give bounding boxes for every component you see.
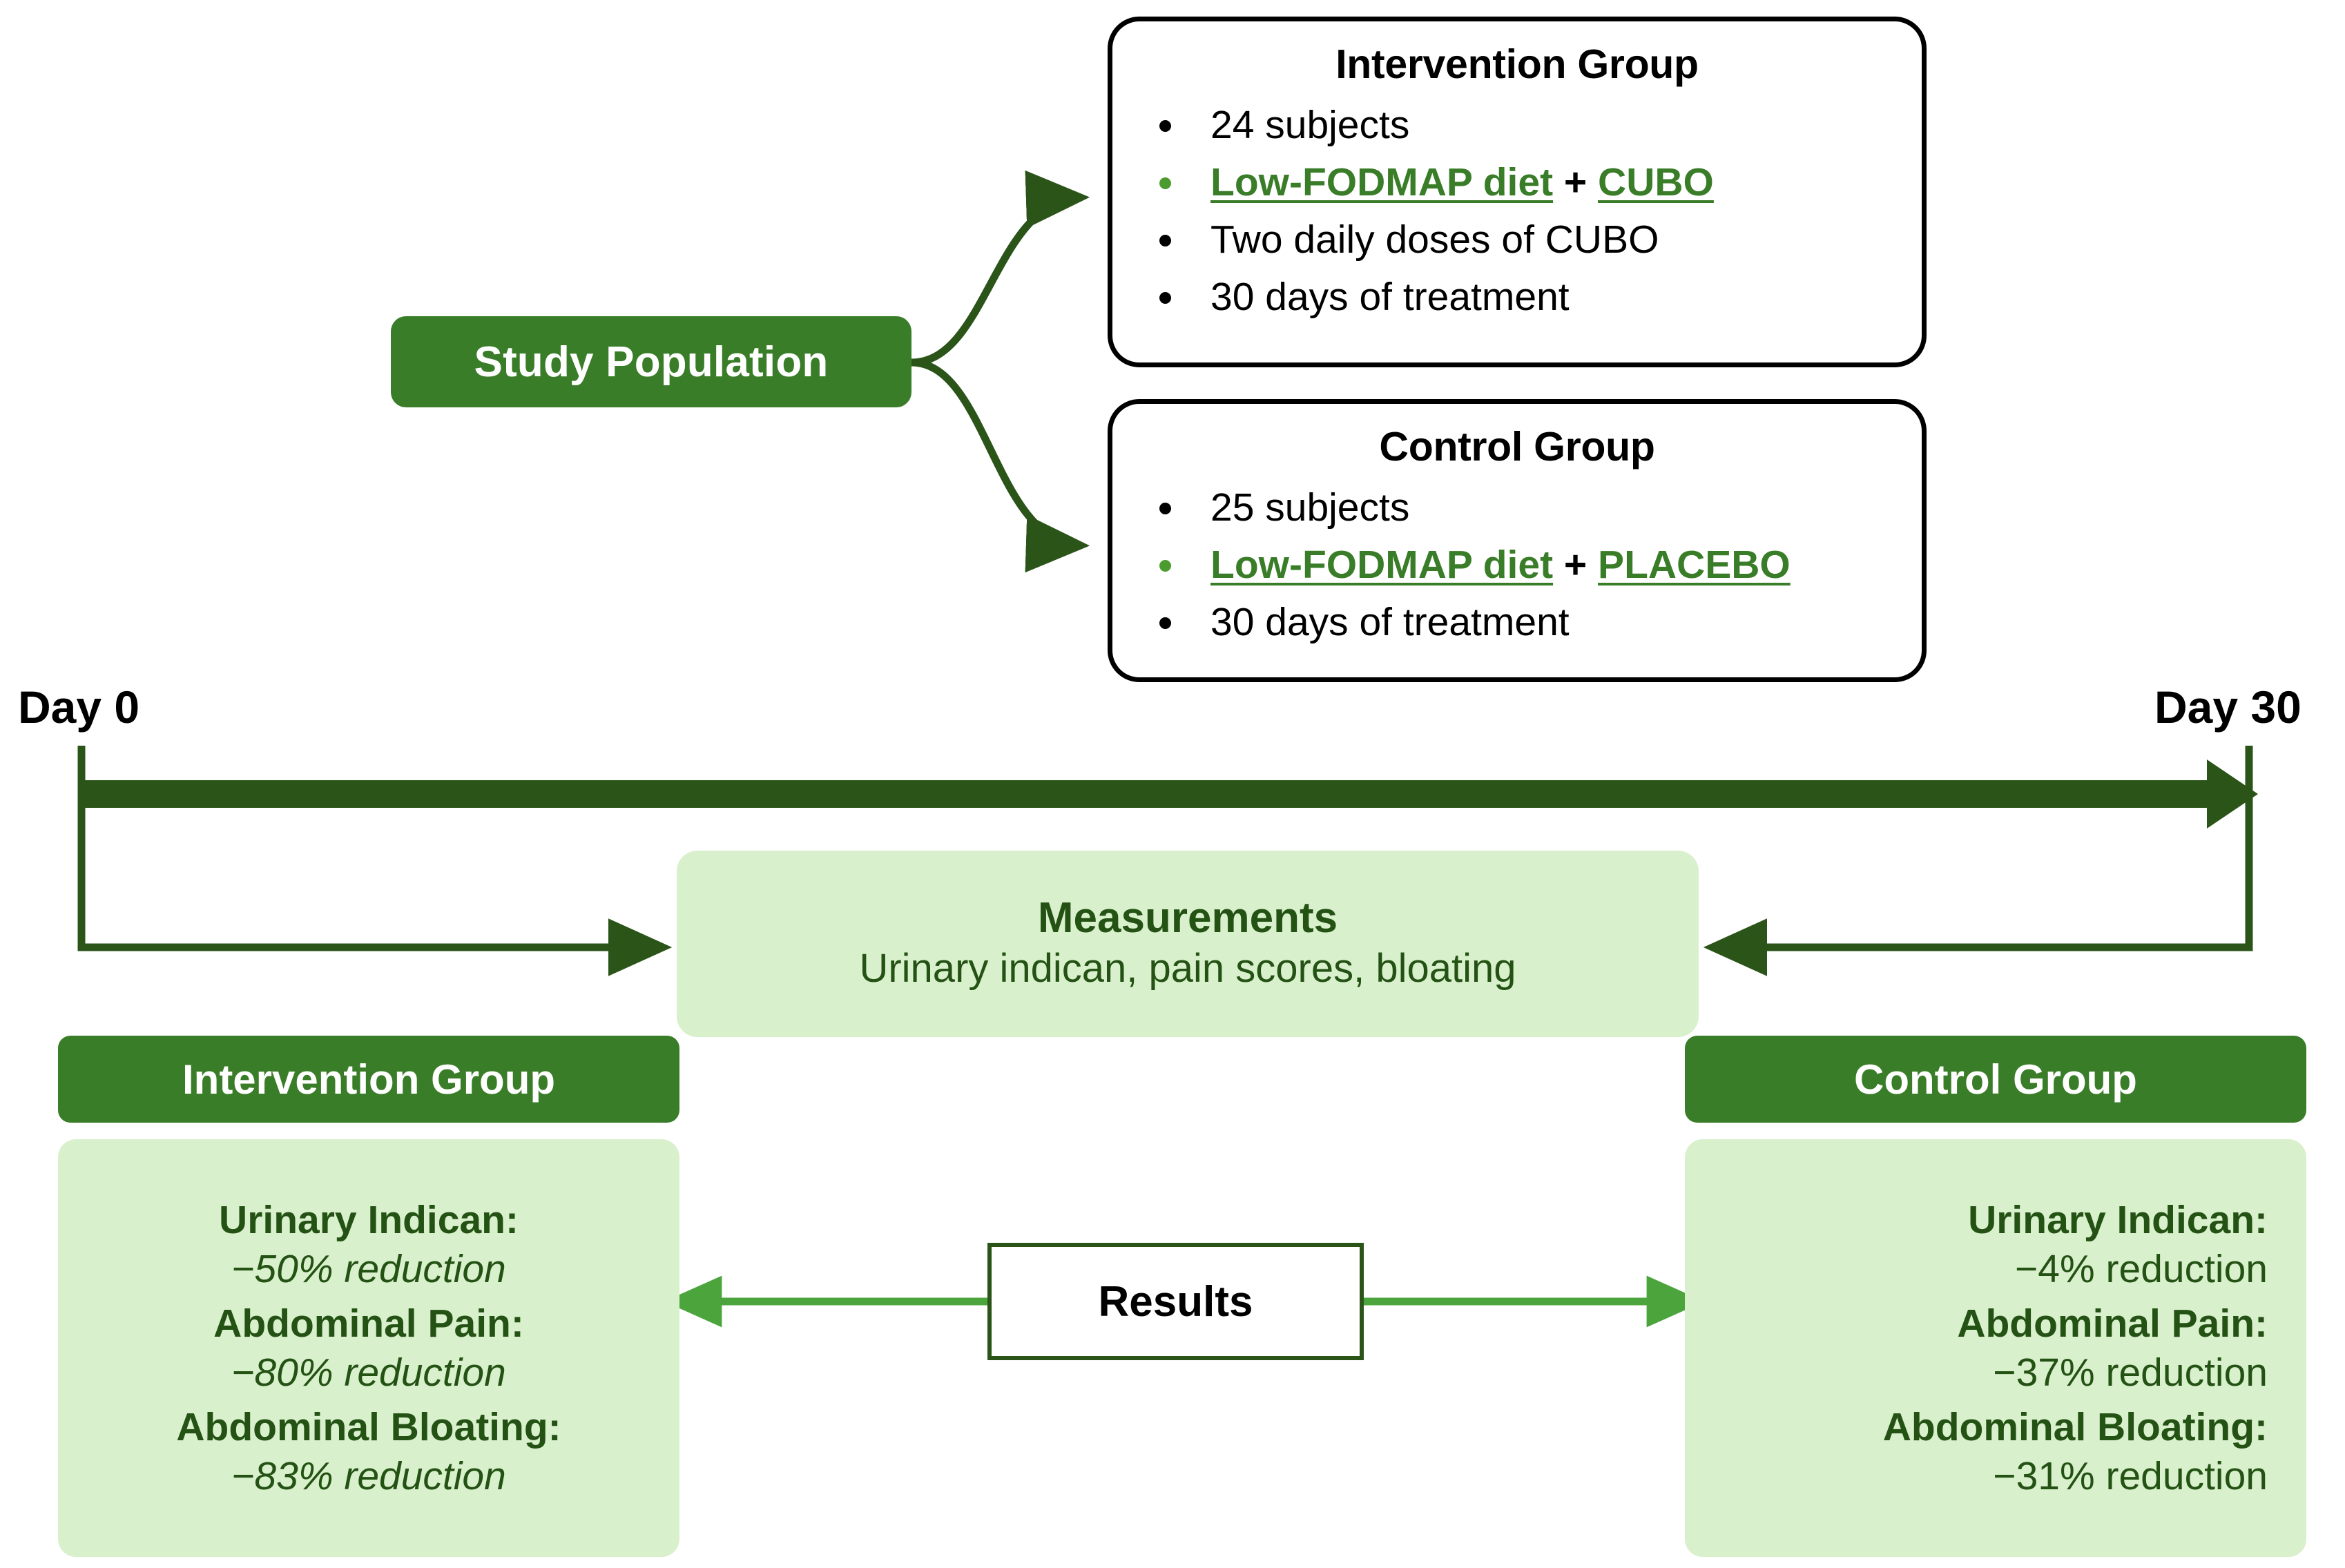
bullet-dot-icon	[1159, 177, 1171, 189]
bullet-highlight-pre: Low-FODMAP diet	[1210, 160, 1554, 204]
list-item: 25 subjects	[1133, 488, 1901, 527]
study-population-node[interactable]: Study Population	[391, 316, 911, 407]
outcome-header-control[interactable]: Control Group	[1685, 1036, 2306, 1123]
outcome-body-control[interactable]: Urinary Indican: −4% reduction Abdominal…	[1685, 1139, 2306, 1557]
bullet-text: Two daily doses of CUBO	[1210, 217, 1659, 262]
outcome-label: Urinary Indican:	[219, 1197, 519, 1242]
outcome-value: −37% reduction	[1993, 1350, 2268, 1395]
bullet-dot-icon	[1159, 617, 1171, 629]
outcome-value: −4% reduction	[2015, 1246, 2268, 1291]
list-item: 30 days of treatment	[1133, 603, 1901, 642]
bullet-highlight-pre: Low-FODMAP diet	[1210, 543, 1554, 587]
results-node[interactable]: Results	[987, 1243, 1364, 1360]
timeline-end-label: Day 30	[2154, 681, 2301, 733]
measurements-title: Measurements	[1037, 894, 1338, 942]
outcome-header-intervention[interactable]: Intervention Group	[58, 1036, 679, 1123]
bullet-dot-icon	[1159, 502, 1171, 514]
arm-bullets-intervention: 24 subjects Low-FODMAP diet + CUBO Two d…	[1133, 106, 1901, 317]
bullet-dot-icon	[1159, 234, 1171, 246]
list-item: Low-FODMAP diet + CUBO	[1133, 163, 1901, 202]
bullet-plus-sign: +	[1553, 160, 1599, 204]
branch-to-control	[911, 358, 1090, 573]
bullet-highlight-post: PLACEBO	[1598, 543, 1791, 587]
bullet-text: 24 subjects	[1210, 103, 1410, 147]
outcome-label: Abdominal Bloating:	[1882, 1404, 2268, 1449]
arm-title-control: Control Group	[1379, 424, 1655, 470]
outcome-label: Abdominal Pain:	[1957, 1301, 2268, 1346]
arm-box-intervention[interactable]: Intervention Group 24 subjects Low-FODMA…	[1108, 17, 1927, 367]
outcome-label: Urinary Indican:	[1968, 1197, 2268, 1242]
measurements-subtitle: Urinary indican, pain scores, bloating	[859, 946, 1516, 991]
outcome-body-intervention[interactable]: Urinary Indican: −50% reduction Abdomina…	[58, 1139, 679, 1557]
day30-bracket	[1703, 746, 2253, 976]
outcome-value: −31% reduction	[1993, 1453, 2268, 1498]
bullet-text: 30 days of treatment	[1210, 600, 1570, 644]
outcome-value: −50% reduction	[231, 1246, 506, 1291]
bullet-dot-icon	[1159, 291, 1171, 304]
outcome-header-label: Intervention Group	[182, 1056, 555, 1103]
bullet-plus-sign: +	[1553, 543, 1599, 587]
bullet-dot-icon	[1159, 559, 1171, 572]
list-item: Two daily doses of CUBO	[1133, 220, 1901, 260]
outcome-label: Abdominal Pain:	[213, 1301, 524, 1346]
timeline-start-label: Day 0	[18, 681, 140, 733]
results-label: Results	[1098, 1277, 1253, 1326]
timeline-arrowhead	[2207, 759, 2258, 829]
list-item: Low-FODMAP diet + PLACEBO	[1133, 545, 1901, 585]
arm-bullets-control: 25 subjects Low-FODMAP diet + PLACEBO 30…	[1133, 488, 1901, 642]
bullet-highlight-post: CUBO	[1598, 160, 1714, 204]
list-item: 24 subjects	[1133, 106, 1901, 145]
arm-title-intervention: Intervention Group	[1335, 41, 1699, 87]
arm-box-control[interactable]: Control Group 25 subjects Low-FODMAP die…	[1108, 399, 1927, 682]
list-item: 30 days of treatment	[1133, 278, 1901, 317]
outcome-value: −83% reduction	[231, 1453, 506, 1498]
study-population-label: Study Population	[474, 338, 829, 386]
measurements-panel[interactable]: Measurements Urinary indican, pain score…	[677, 851, 1699, 1037]
outcome-header-label: Control Group	[1854, 1056, 2137, 1103]
branch-to-intervention	[911, 170, 1090, 367]
outcome-label: Abdominal Bloating:	[176, 1404, 561, 1449]
bullet-text: 30 days of treatment	[1210, 275, 1570, 319]
bullet-dot-icon	[1159, 119, 1171, 132]
bullet-text: 25 subjects	[1210, 485, 1410, 530]
day0-bracket	[77, 746, 673, 976]
outcome-value: −80% reduction	[231, 1350, 506, 1395]
